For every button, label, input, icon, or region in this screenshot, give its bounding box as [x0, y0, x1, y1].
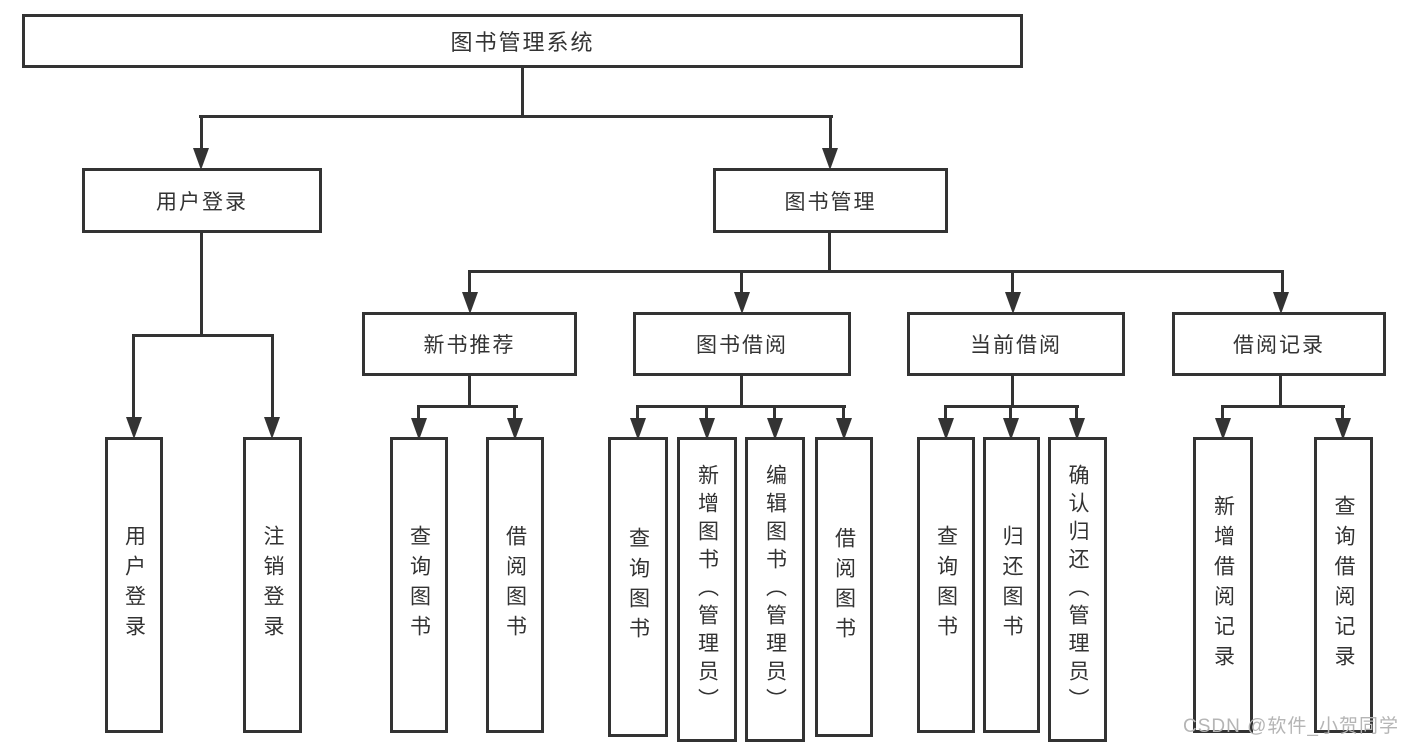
leaf-confirm-return-admin: 确认归还（管理员）: [1048, 437, 1107, 742]
leaf-borrow-books-borrowing: 借阅图书: [815, 437, 873, 737]
node-current-borrowing: 当前借阅: [907, 312, 1125, 376]
arrow-down-icon: [1335, 418, 1351, 440]
leaf-query-books-recommend-label: 查询图书: [407, 525, 431, 645]
node-new-book-recommend: 新书推荐: [362, 312, 577, 376]
connector-line: [944, 405, 1079, 408]
node-library-management-system: 图书管理系统: [22, 14, 1023, 68]
connector-line: [842, 407, 845, 420]
leaf-add-borrow-record-label: 新增借阅记录: [1211, 495, 1235, 675]
leaf-return-books-label: 归还图书: [1000, 525, 1023, 645]
leaf-edit-books-admin-label: 编辑图书（管理员）: [763, 463, 787, 716]
leaf-user-login: 用户登录: [105, 437, 163, 733]
connector-line: [829, 117, 832, 150]
arrow-down-icon: [126, 417, 142, 439]
arrow-down-icon: [822, 148, 838, 170]
connector-line: [1075, 407, 1078, 420]
leaf-query-borrow-record: 查询借阅记录: [1314, 437, 1373, 733]
connector-line: [705, 407, 708, 420]
arrow-down-icon: [1215, 418, 1231, 440]
connector-line: [1341, 407, 1344, 420]
node-book-borrowing: 图书借阅: [633, 312, 851, 376]
leaf-query-books-current: 查询图书: [917, 437, 975, 733]
leaf-borrow-books-recommend-label: 借阅图书: [503, 525, 527, 645]
connector-line: [132, 334, 274, 337]
connector-line: [468, 270, 1284, 273]
arrow-down-icon: [462, 292, 478, 314]
connector-line: [944, 407, 947, 420]
leaf-query-books-current-label: 查询图书: [934, 525, 958, 645]
arrow-down-icon: [193, 148, 209, 170]
arrow-down-icon: [507, 418, 523, 440]
arrow-down-icon: [734, 292, 750, 314]
connector-line: [1279, 376, 1282, 408]
leaf-add-books-admin: 新增图书（管理员）: [677, 437, 737, 742]
arrow-down-icon: [1273, 292, 1289, 314]
leaf-return-books: 归还图书: [983, 437, 1040, 733]
node-book-management: 图书管理: [713, 168, 948, 233]
arrow-down-icon: [411, 418, 427, 440]
arrow-down-icon: [767, 418, 783, 440]
leaf-user-login-label: 用户登录: [122, 525, 146, 645]
leaf-query-books-borrowing: 查询图书: [608, 437, 668, 737]
connector-line: [1009, 407, 1012, 420]
connector-line: [636, 405, 846, 408]
connector-line: [513, 407, 516, 420]
leaf-logout: 注销登录: [243, 437, 302, 733]
connector-line: [468, 376, 471, 408]
arrow-down-icon: [836, 418, 852, 440]
connector-line: [1221, 407, 1224, 420]
leaf-borrow-books-recommend: 借阅图书: [486, 437, 544, 733]
connector-line: [417, 407, 420, 420]
arrow-down-icon: [938, 418, 954, 440]
leaf-query-books-recommend: 查询图书: [390, 437, 448, 733]
watermark: CSDN @软件_小贺同学: [1183, 716, 1399, 737]
leaf-borrow-books-borrowing-label: 借阅图书: [832, 527, 856, 647]
leaf-query-books-borrowing-label: 查询图书: [626, 527, 650, 647]
arrow-down-icon: [1005, 292, 1021, 314]
leaf-add-books-admin-label: 新增图书（管理员）: [695, 463, 719, 716]
arrow-down-icon: [264, 417, 280, 439]
leaf-edit-books-admin: 编辑图书（管理员）: [745, 437, 805, 742]
connector-line: [1281, 272, 1284, 294]
connector-line: [740, 272, 743, 294]
node-user-login: 用户登录: [82, 168, 322, 233]
connector-line: [636, 407, 639, 420]
arrow-down-icon: [699, 418, 715, 440]
connector-line: [773, 407, 776, 420]
connector-line: [417, 405, 518, 408]
leaf-add-borrow-record: 新增借阅记录: [1193, 437, 1253, 733]
connector-line: [1011, 376, 1014, 408]
node-borrowing-records: 借阅记录: [1172, 312, 1386, 376]
arrow-down-icon: [1069, 418, 1085, 440]
leaf-query-borrow-record-label: 查询借阅记录: [1332, 495, 1355, 675]
connector-line: [271, 336, 274, 420]
connector-line: [200, 233, 203, 337]
connector-line: [199, 115, 833, 118]
leaf-confirm-return-admin-label: 确认归还（管理员）: [1066, 463, 1089, 716]
connector-line: [200, 117, 203, 150]
leaf-logout-label: 注销登录: [261, 525, 284, 645]
connector-line: [132, 336, 135, 420]
connector-line: [740, 376, 743, 408]
connector-line: [468, 272, 471, 294]
arrow-down-icon: [630, 418, 646, 440]
connector-line: [521, 68, 524, 118]
connector-line: [1011, 272, 1014, 294]
arrow-down-icon: [1003, 418, 1019, 440]
connector-line: [828, 233, 831, 273]
connector-line: [1221, 405, 1345, 408]
